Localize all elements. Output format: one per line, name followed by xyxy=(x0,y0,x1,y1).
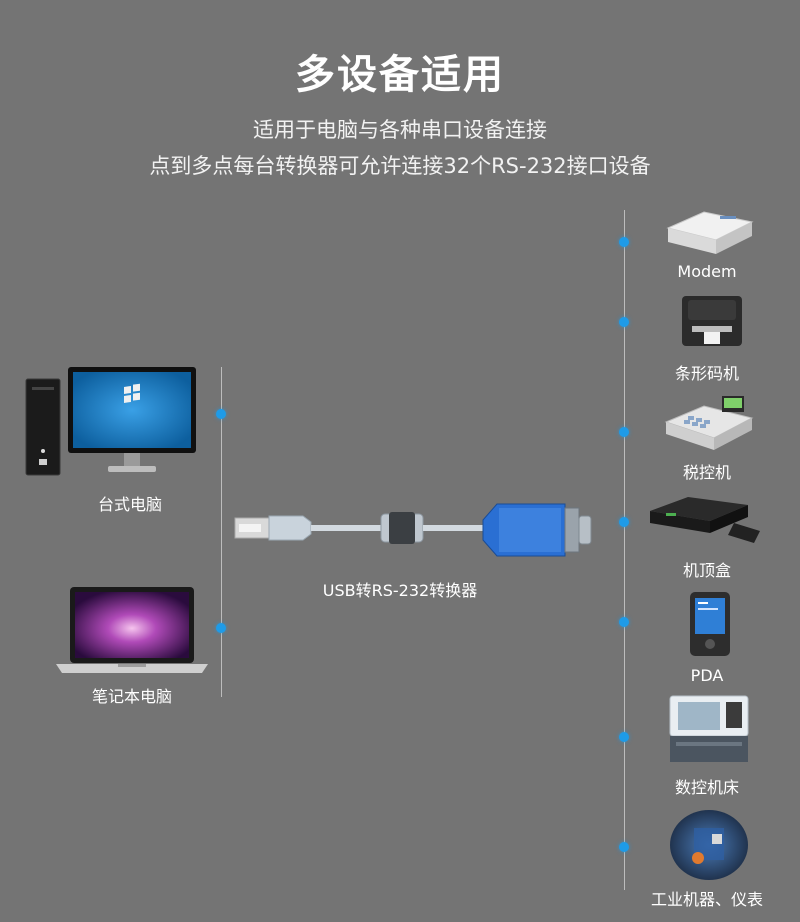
host-dot-laptop xyxy=(216,623,226,633)
host-dot-desktop xyxy=(216,409,226,419)
pda-icon xyxy=(688,590,732,658)
host-label-desktop: 台式电脑 xyxy=(97,495,162,514)
device-dot-modem xyxy=(619,237,629,247)
host-connector-line xyxy=(221,367,222,697)
barcode-printer-icon xyxy=(674,290,750,354)
desktop-computer-icon xyxy=(24,365,204,480)
host-label-laptop: 笔记本电脑 xyxy=(91,687,172,706)
device-label-stb: 机顶盒 xyxy=(682,561,731,580)
modem-icon xyxy=(664,208,754,258)
cnc-machine-icon xyxy=(666,690,752,766)
industrial-machine-icon xyxy=(668,808,750,882)
adapter-label: USB转RS-232转换器 xyxy=(322,581,478,600)
subtitle-line-1: 适用于电脑与各种串口设备连接 xyxy=(253,118,547,142)
laptop-icon xyxy=(52,585,212,675)
device-connector-line xyxy=(624,210,625,890)
device-dot-industrial xyxy=(619,842,629,852)
device-label-cnc: 数控机床 xyxy=(674,778,739,797)
set-top-box-icon xyxy=(648,493,768,545)
device-label-pda: PDA xyxy=(690,666,724,685)
subtitle-line-2: 点到多点每台转换器可允许连接32个RS-232接口设备 xyxy=(149,154,651,178)
device-dot-stb xyxy=(619,517,629,527)
device-label-modem: Modem xyxy=(677,262,737,281)
device-label-barcode: 条形码机 xyxy=(674,364,739,383)
device-dot-tax xyxy=(619,427,629,437)
device-label-industrial: 工业机器、仪表 xyxy=(650,890,763,909)
device-dot-pda xyxy=(619,617,629,627)
device-label-tax: 税控机 xyxy=(682,463,731,482)
tax-control-machine-icon xyxy=(664,392,754,454)
device-dot-cnc xyxy=(619,732,629,742)
device-dot-barcode xyxy=(619,317,629,327)
usb-to-rs232-cable-icon xyxy=(215,490,615,570)
page-title: 多设备适用 xyxy=(295,52,505,98)
